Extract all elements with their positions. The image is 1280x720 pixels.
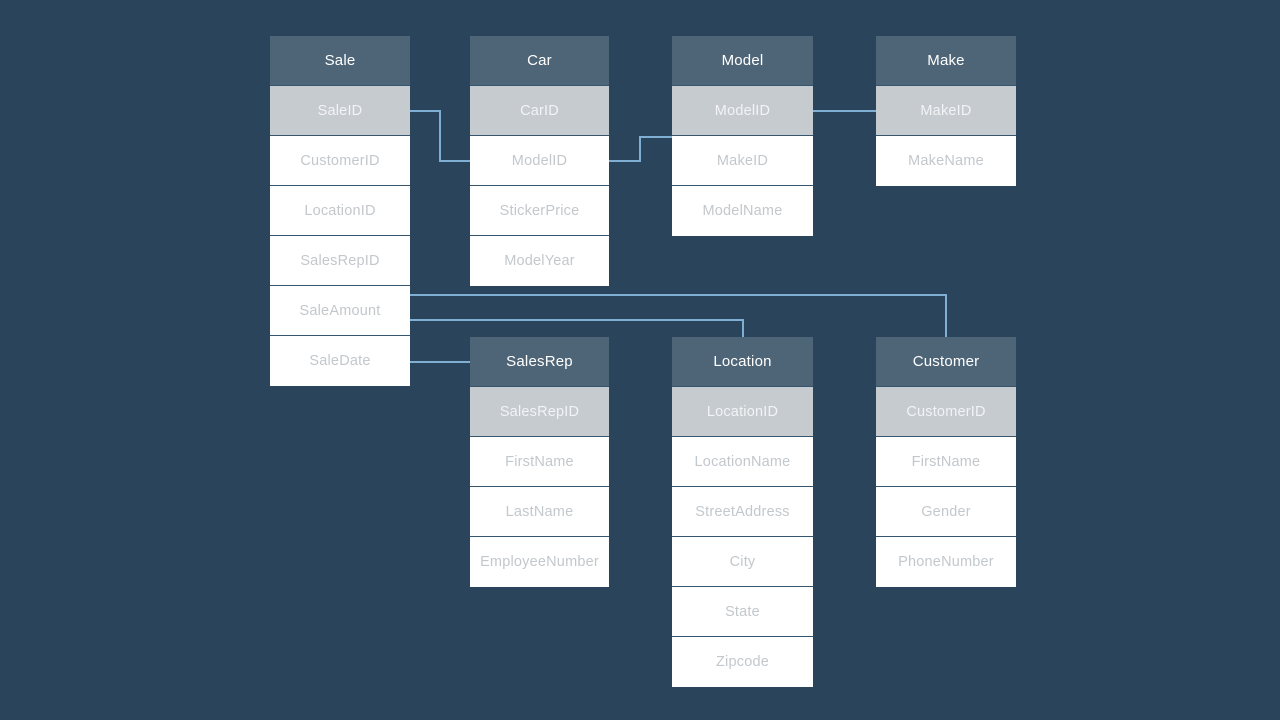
- field-sale-saleid[interactable]: SaleID: [270, 86, 410, 136]
- field-model-makeid[interactable]: MakeID: [672, 136, 813, 186]
- field-make-makename[interactable]: MakeName: [876, 136, 1016, 186]
- entity-title-model: Model: [672, 36, 813, 86]
- field-salesrep-firstname[interactable]: FirstName: [470, 437, 609, 487]
- entity-title-customer: Customer: [876, 337, 1016, 387]
- field-sale-customerid[interactable]: CustomerID: [270, 136, 410, 186]
- field-car-modelid[interactable]: ModelID: [470, 136, 609, 186]
- field-salesrep-lastname[interactable]: LastName: [470, 487, 609, 537]
- field-location-state[interactable]: State: [672, 587, 813, 637]
- field-salesrep-employeenumber[interactable]: EmployeeNumber: [470, 537, 609, 587]
- field-model-modelid[interactable]: ModelID: [672, 86, 813, 136]
- field-model-modelname[interactable]: ModelName: [672, 186, 813, 236]
- entity-title-salesrep: SalesRep: [470, 337, 609, 387]
- field-sale-locationid[interactable]: LocationID: [270, 186, 410, 236]
- field-location-locationname[interactable]: LocationName: [672, 437, 813, 487]
- entity-title-sale: Sale: [270, 36, 410, 86]
- field-make-makeid[interactable]: MakeID: [876, 86, 1016, 136]
- field-location-city[interactable]: City: [672, 537, 813, 587]
- field-car-modelyear[interactable]: ModelYear: [470, 236, 609, 286]
- field-location-streetaddress[interactable]: StreetAddress: [672, 487, 813, 537]
- connector-car-modelid-to-sale-saleid: [410, 110, 470, 162]
- field-location-locationid[interactable]: LocationID: [672, 387, 813, 437]
- connector-car-modelid-to-model-modelid: [609, 136, 672, 162]
- field-customer-phonenumber[interactable]: PhoneNumber: [876, 537, 1016, 587]
- field-car-carid[interactable]: CarID: [470, 86, 609, 136]
- field-sale-salesrepid[interactable]: SalesRepID: [270, 236, 410, 286]
- entity-title-car: Car: [470, 36, 609, 86]
- field-sale-saleamount[interactable]: SaleAmount: [270, 286, 410, 336]
- entity-title-make: Make: [876, 36, 1016, 86]
- connector-sale-locationid-to-location: [410, 319, 744, 337]
- entity-title-location: Location: [672, 337, 813, 387]
- field-customer-customerid[interactable]: CustomerID: [876, 387, 1016, 437]
- field-location-zipcode[interactable]: Zipcode: [672, 637, 813, 687]
- field-car-stickerprice[interactable]: StickerPrice: [470, 186, 609, 236]
- field-salesrep-salesrepid[interactable]: SalesRepID: [470, 387, 609, 437]
- field-sale-saledate[interactable]: SaleDate: [270, 336, 410, 386]
- field-customer-firstname[interactable]: FirstName: [876, 437, 1016, 487]
- connector-sale-customerid-to-customer: [410, 294, 947, 337]
- field-customer-gender[interactable]: Gender: [876, 487, 1016, 537]
